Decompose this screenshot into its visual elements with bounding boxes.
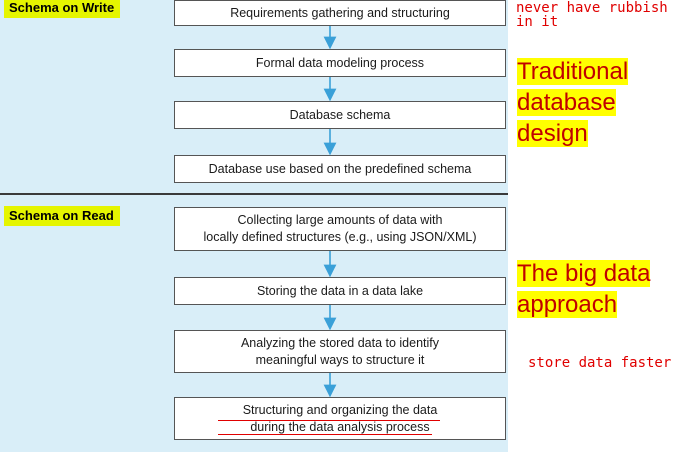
- write-step-box: Formal data modeling process: [174, 49, 506, 77]
- read-step-text: Analyzing the stored data to identify me…: [240, 335, 440, 367]
- schema-on-write-label: Schema on Write: [4, 0, 121, 18]
- title-line: approach: [517, 291, 618, 318]
- read-step-box: Analyzing the stored data to identify me…: [174, 330, 506, 373]
- traditional-design-title: Traditional database design: [517, 56, 629, 149]
- write-step-text: Database use based on the predefined sch…: [208, 161, 472, 176]
- read-step-box: Collecting large amounts of data with lo…: [174, 207, 506, 251]
- write-step-box: Requirements gathering and structuring: [174, 0, 506, 26]
- write-step-box: Database schema: [174, 101, 506, 129]
- title-line: The big data: [517, 260, 651, 287]
- schema-on-read-label: Schema on Read: [4, 206, 120, 226]
- write-step-text: Database schema: [289, 107, 391, 122]
- title-line: Traditional: [517, 58, 629, 85]
- handwritten-underline: [218, 434, 432, 435]
- write-step-text: Formal data modeling process: [255, 55, 425, 70]
- write-step-text: Requirements gathering and structuring: [230, 5, 450, 20]
- write-step-box: Database use based on the predefined sch…: [174, 155, 506, 183]
- read-step-text: Storing the data in a data lake: [256, 283, 424, 298]
- faster-note: store data faster: [528, 355, 672, 371]
- section-divider: [0, 193, 508, 195]
- read-step-text: Collecting large amounts of data with lo…: [203, 213, 477, 244]
- big-data-approach-title: The big data approach: [517, 258, 651, 320]
- read-step-text: Structuring and organizing the data duri…: [242, 402, 438, 434]
- read-step-box: Structuring and organizing the data duri…: [174, 397, 506, 440]
- rubbish-note: never have rubbish in it: [516, 0, 668, 30]
- handwritten-underline: [218, 420, 440, 421]
- read-step-box: Storing the data in a data lake: [174, 277, 506, 305]
- title-line: database: [517, 89, 616, 116]
- title-line: design: [517, 120, 588, 147]
